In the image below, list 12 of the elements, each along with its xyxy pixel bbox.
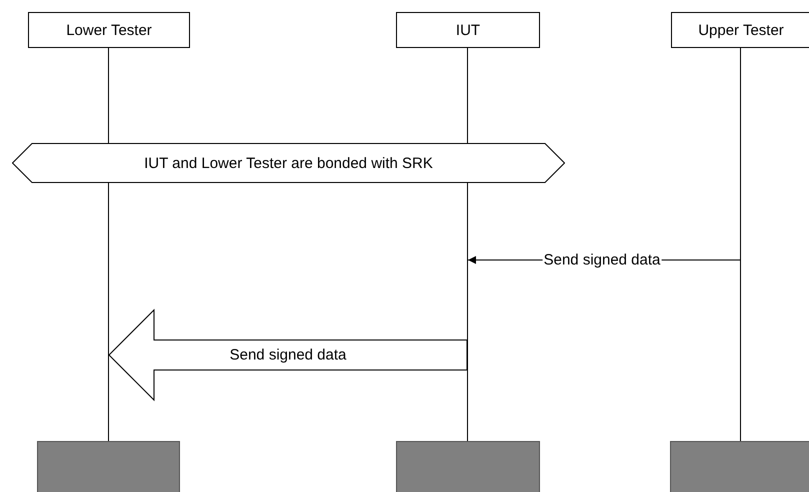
lifeline-header-box: IUT xyxy=(396,12,540,48)
edge-label: Send signed data xyxy=(228,346,348,364)
lifeline-header-box: Lower Tester xyxy=(28,12,190,48)
edge-label: Send signed data xyxy=(542,252,662,268)
lifeline xyxy=(108,48,109,441)
lifeline xyxy=(467,48,468,441)
lifeline-end-bar xyxy=(670,441,809,492)
lifeline-end-bar xyxy=(37,441,180,492)
lifeline xyxy=(740,48,741,441)
lifeline-end-bar xyxy=(396,441,540,492)
hexagon-note: IUT and Lower Tester are bonded with SRK xyxy=(12,143,565,183)
lifeline-header-box: Upper Tester xyxy=(671,12,809,48)
